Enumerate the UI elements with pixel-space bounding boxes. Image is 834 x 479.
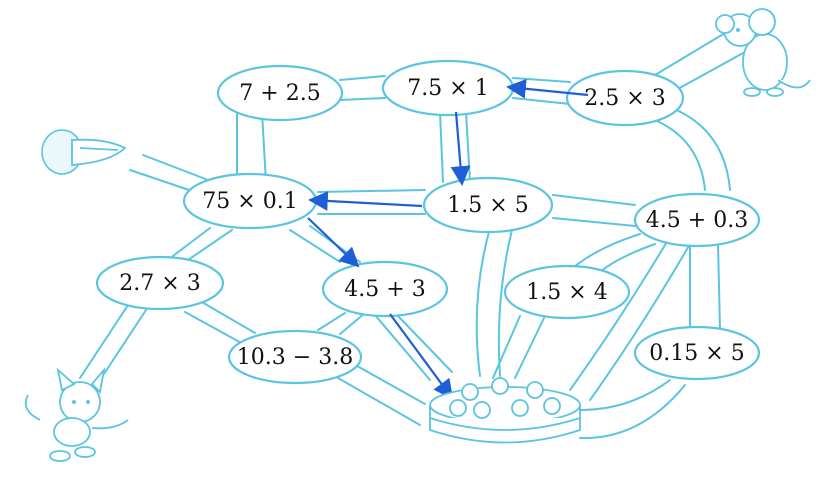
arrow-2-5x3-to-7-5x1 bbox=[506, 78, 589, 99]
node-0-15-times-5: 0.15 × 5 bbox=[633, 325, 761, 381]
node-2-5-times-3: 2.5 × 3 bbox=[565, 69, 685, 127]
arrow-7-5x1-to-1-5x5 bbox=[450, 111, 471, 186]
cake-icon bbox=[429, 377, 581, 444]
node-7-plus-2-5: 7 + 2.5 bbox=[216, 64, 344, 122]
node-label: 1.5 × 4 bbox=[526, 280, 607, 305]
node-1-5-times-4: 1.5 × 4 bbox=[503, 264, 631, 320]
node-label: 7.5 × 1 bbox=[407, 76, 488, 101]
route-arrows bbox=[307, 78, 589, 400]
arrow-4-5-plus-3-to-cake bbox=[389, 313, 454, 400]
node-10-3-minus-3-8: 10.3 − 3.8 bbox=[227, 329, 363, 385]
node-oval bbox=[565, 69, 685, 127]
node-oval bbox=[503, 264, 631, 320]
node-oval bbox=[422, 176, 554, 234]
node-1-5-times-5: 1.5 × 5 bbox=[422, 176, 554, 234]
node-oval bbox=[227, 329, 363, 385]
node-label: 10.3 − 3.8 bbox=[237, 345, 353, 370]
node-2-7-times-3: 2.7 × 3 bbox=[95, 255, 225, 311]
arrow-1-5x5-to-75x0-1 bbox=[308, 191, 423, 211]
node-4-5-plus-3: 4.5 + 3 bbox=[321, 260, 449, 318]
cat-icon bbox=[24, 366, 129, 462]
node-label: 7 + 2.5 bbox=[239, 81, 320, 106]
node-75-times-0-1: 75 × 0.1 bbox=[182, 172, 318, 230]
node-label: 2.5 × 3 bbox=[584, 86, 665, 111]
node-label: 4.5 + 0.3 bbox=[646, 208, 748, 233]
arrow-75x0-1-to-4-5-plus-3 bbox=[307, 217, 360, 268]
mouse-icon bbox=[715, 8, 811, 97]
node-4-5-plus-0-3: 4.5 + 0.3 bbox=[633, 192, 761, 248]
node-label: 4.5 + 3 bbox=[344, 277, 425, 302]
node-7-5-times-1: 7.5 × 1 bbox=[381, 59, 515, 117]
node-oval bbox=[633, 192, 761, 248]
node-oval bbox=[216, 64, 344, 122]
node-oval bbox=[321, 260, 449, 318]
node-oval bbox=[95, 255, 225, 311]
node-label: 75 × 0.1 bbox=[202, 189, 297, 214]
node-label: 1.5 × 5 bbox=[447, 193, 528, 218]
node-label: 2.7 × 3 bbox=[119, 271, 200, 296]
node-oval bbox=[633, 325, 761, 381]
node-label: 0.15 × 5 bbox=[649, 341, 744, 366]
cheese-icon bbox=[41, 129, 127, 175]
